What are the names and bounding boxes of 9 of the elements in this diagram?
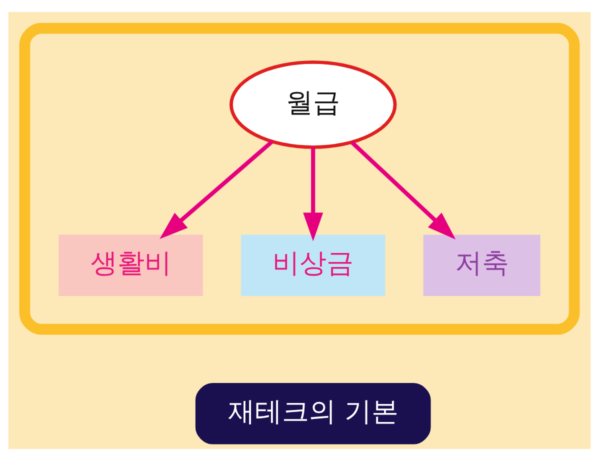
arrow [160,139,274,239]
node-box: 생활비 [58,234,203,296]
node-box: 저축 [423,234,540,296]
node-ellipse: 월급 [230,60,397,148]
cluster [19,22,580,334]
node-box: 비상금 [241,234,386,296]
arrow [303,146,324,241]
node-box: 재테크의 기본 [195,382,431,444]
arrow [350,140,456,239]
